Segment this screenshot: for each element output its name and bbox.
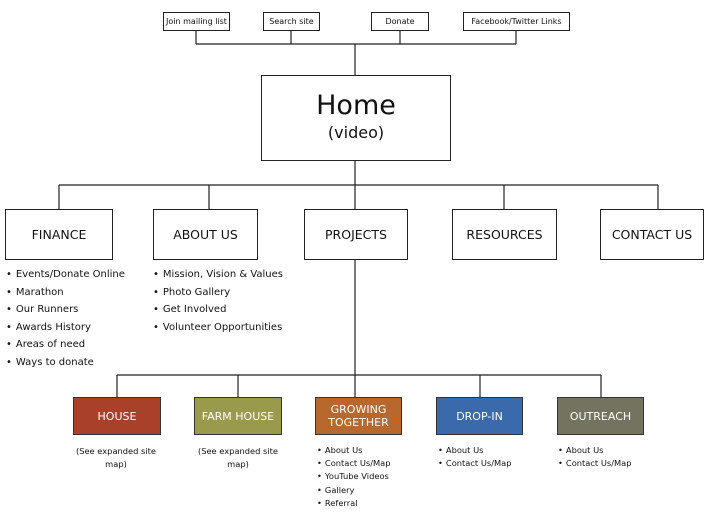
list-item: About Us [438, 444, 512, 457]
finance-box: FINANCE [5, 209, 113, 260]
contact-us-box: CONTACT US [600, 209, 704, 260]
list-item: YouTube Videos [317, 470, 391, 483]
list-item: Volunteer Opportunities [153, 319, 283, 337]
list-item: Contact Us/Map [558, 457, 632, 470]
outreach-box: OUTREACH [557, 397, 644, 435]
list-item: Areas of need [6, 336, 125, 354]
list-item: About Us [317, 444, 391, 457]
search-site-box: Search site [263, 12, 320, 31]
farm-house-note: (See expanded site map) [197, 446, 279, 469]
list-item: Gallery [317, 484, 391, 497]
about-us-list: Mission, Vision & Values Photo Gallery G… [153, 266, 283, 336]
resources-box: RESOURCES [452, 209, 557, 260]
list-item: Our Runners [6, 301, 125, 319]
projects-box: PROJECTS [304, 209, 408, 260]
list-item: Events/Donate Online [6, 266, 125, 284]
finance-list: Events/Donate Online Marathon Our Runner… [6, 266, 125, 372]
list-item: Mission, Vision & Values [153, 266, 283, 284]
list-item: Marathon [6, 284, 125, 302]
home-subtitle: (video) [327, 123, 385, 142]
house-note: (See expanded site map) [75, 446, 157, 469]
list-item: Contact Us/Map [317, 457, 391, 470]
home-title: Home [316, 90, 396, 121]
outreach-list: About Us Contact Us/Map [558, 444, 632, 470]
facebook-twitter-box: Facebook/Twitter Links [463, 12, 570, 31]
list-item: Awards History [6, 319, 125, 337]
donate-box: Donate [371, 12, 429, 31]
growing-together-box: GROWING TOGETHER [315, 397, 402, 435]
house-box: HOUSE [73, 397, 161, 435]
drop-in-list: About Us Contact Us/Map [438, 444, 512, 470]
join-mailing-list-box: Join mailing list [163, 12, 230, 31]
list-item: Contact Us/Map [438, 457, 512, 470]
list-item: Get Involved [153, 301, 283, 319]
home-box: Home (video) [261, 75, 451, 161]
list-item: Photo Gallery [153, 284, 283, 302]
growing-together-list: About Us Contact Us/Map YouTube Videos G… [317, 444, 391, 510]
list-item: Ways to donate [6, 354, 125, 372]
list-item: Referral [317, 497, 391, 510]
drop-in-box: DROP-IN [436, 397, 523, 435]
about-us-box: ABOUT US [153, 209, 258, 260]
list-item: About Us [558, 444, 632, 457]
farm-house-box: FARM HOUSE [194, 397, 282, 435]
